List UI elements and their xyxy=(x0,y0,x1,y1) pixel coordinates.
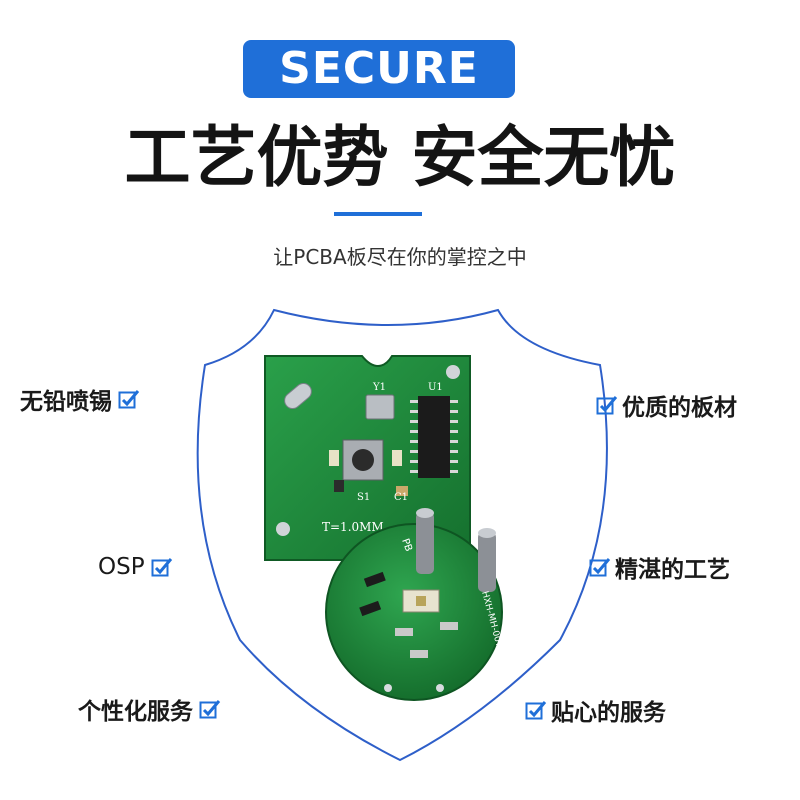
feature-label: 精湛的工艺 xyxy=(615,557,730,583)
checkbox-check-icon xyxy=(589,558,611,577)
crystal-label: Y1 xyxy=(372,382,386,393)
feature-label: 无铅喷锡 xyxy=(20,389,112,415)
square-pcb xyxy=(264,355,471,561)
thickness-label: T=1.0MM xyxy=(322,520,384,534)
checkbox-check-icon xyxy=(151,558,172,577)
feature-custom-service: 个性化服务 xyxy=(78,693,221,725)
shield-outline xyxy=(196,308,608,762)
feature-label: 个性化服务 xyxy=(78,699,193,725)
board-pins xyxy=(416,508,496,592)
round-pcb xyxy=(325,523,503,701)
capacitor-label: C1 xyxy=(394,492,408,503)
secure-badge: SECURE xyxy=(243,40,515,98)
feature-osp: OSP xyxy=(98,551,173,583)
checkbox-check-icon xyxy=(525,701,547,720)
feature-label: 贴心的服务 xyxy=(551,700,666,726)
feature-lead-free-hasl: 无铅喷锡 xyxy=(20,383,140,415)
round-board-b-label: PB xyxy=(399,537,414,553)
checkbox-check-icon xyxy=(118,390,140,409)
switch-label: S1 xyxy=(357,492,370,503)
feature-label: OSP xyxy=(98,554,145,580)
feature-fine-craft: 精湛的工艺 xyxy=(589,551,730,583)
title-underline xyxy=(334,212,422,216)
page-subtitle: 让PCBA板尽在你的掌控之中 xyxy=(273,245,527,269)
checkbox-check-icon xyxy=(199,700,221,719)
feature-label: 优质的板材 xyxy=(622,395,737,421)
round-board-a-label: PA xyxy=(497,581,511,596)
page-title: 工艺优势 安全无忧 xyxy=(124,119,676,196)
chip-label: U1 xyxy=(428,382,443,393)
feature-caring-service: 贴心的服务 xyxy=(525,694,666,726)
feature-quality-material: 优质的板材 xyxy=(596,389,737,421)
checkbox-check-icon xyxy=(596,396,618,415)
